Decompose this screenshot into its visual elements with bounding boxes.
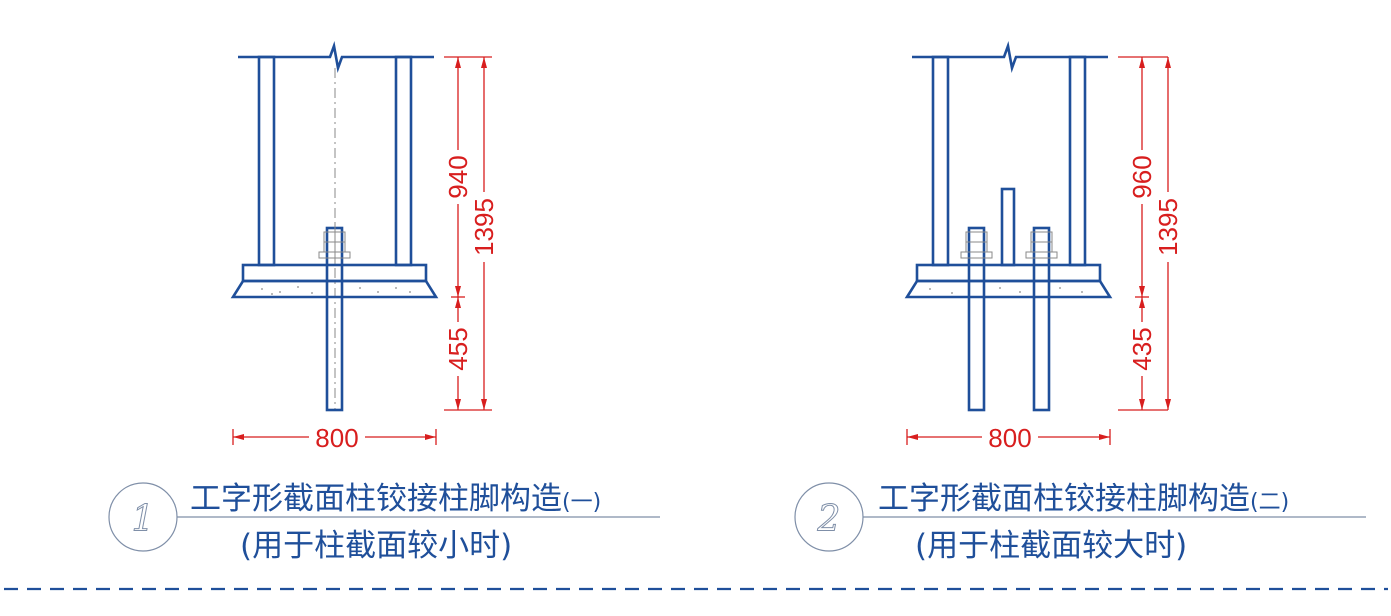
detail-1-grout-speckles xyxy=(261,286,411,295)
detail-2-label-number: 2 xyxy=(817,499,841,540)
detail-1-break-line xyxy=(238,41,434,73)
detail-1-arrow-3 xyxy=(455,297,461,308)
detail-2-grout-bed xyxy=(904,279,1113,299)
detail-2-flange-right xyxy=(1068,55,1087,267)
detail-1-arrow-1 xyxy=(455,57,461,68)
detail-2-title: 工字形截面柱铰接柱脚构造(二) xyxy=(878,481,1289,517)
detail-1-subtitle: (用于柱截面较小时) xyxy=(240,528,512,564)
detail-2-dim-width: 800 xyxy=(988,423,1031,453)
detail-2-subtitle: (用于柱截面较大时) xyxy=(915,528,1187,564)
detail-1-flange-left xyxy=(257,55,276,267)
detail-2-dim-upper: 960 xyxy=(1127,155,1157,198)
detail-2-dim-total: 1395 xyxy=(1153,198,1183,256)
detail-2-flange-left xyxy=(931,55,950,267)
detail-1-dim-lower: 455 xyxy=(443,327,473,370)
detail-2-anchor-bolt-left xyxy=(967,226,986,412)
detail-1-arrow-5 xyxy=(481,57,487,68)
detail-1-flange-right xyxy=(394,55,413,267)
detail-1-arrow-2 xyxy=(455,286,461,297)
detail-2-base-plate xyxy=(915,263,1102,283)
detail-2-dim-lower: 435 xyxy=(1127,327,1157,370)
detail-2-grout-speckles xyxy=(929,287,1083,294)
detail-2-break-line xyxy=(912,41,1108,73)
detail-1-dim-width: 800 xyxy=(315,423,358,453)
detail-2: 960 1395 435 800 2 工字形截面柱铰接柱脚构造(二) (用于柱截… xyxy=(794,41,1366,564)
detail-2-stiffener xyxy=(1000,187,1016,267)
detail-1-title: 工字形截面柱铰接柱脚构造(一) xyxy=(190,481,601,517)
detail-1-dim-upper: 940 xyxy=(443,155,473,198)
detail-1-label-number: 1 xyxy=(132,499,155,540)
detail-1: 940 1395 455 800 1 工字形截面柱铰接柱脚构造(一) (用于柱截… xyxy=(108,41,660,564)
detail-1-dim-total: 1395 xyxy=(469,198,499,256)
detail-1-grout-bed xyxy=(230,279,439,299)
detail-1-arrow-6 xyxy=(481,399,487,410)
detail-1-arrow-4 xyxy=(455,399,461,410)
detail-2-anchor-bolt-right xyxy=(1032,226,1051,412)
